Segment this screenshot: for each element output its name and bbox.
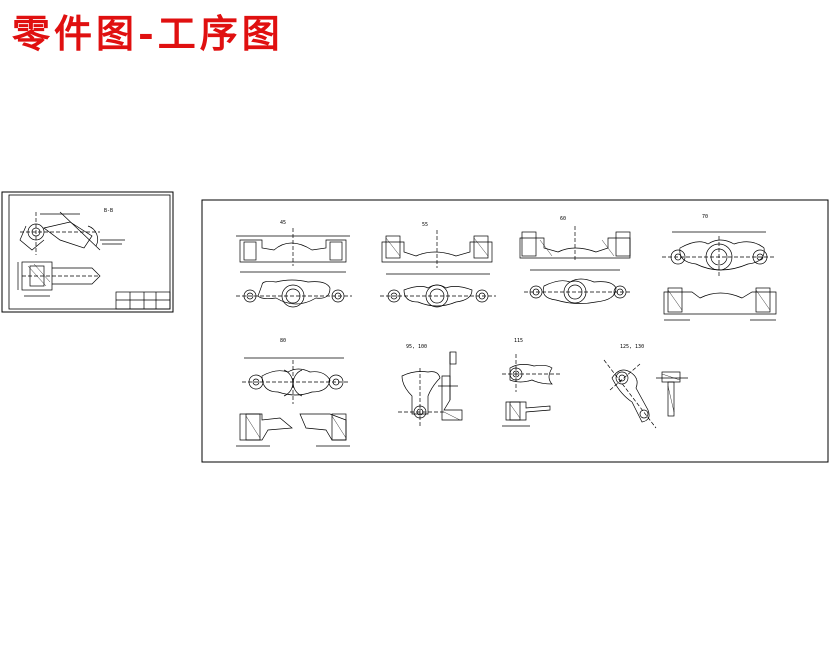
op-95-100-label: 95, 100	[406, 344, 427, 350]
op-60-label: 60	[560, 216, 566, 222]
op-70-label: 70	[702, 214, 708, 220]
part-title-block	[115, 291, 171, 310]
op-60-drawing[interactable]: 60	[519, 216, 631, 304]
part-drawing-sheet[interactable]: B-B	[1, 191, 174, 313]
part-view-label: B-B	[104, 208, 113, 214]
op-80-label: 80	[280, 338, 286, 344]
op-125-130-drawing[interactable]: 125, 130	[603, 344, 688, 429]
op-70-drawing[interactable]: 70	[662, 214, 777, 321]
op-45-drawing[interactable]: 45	[236, 220, 352, 308]
op-80-drawing[interactable]: 80	[236, 338, 350, 447]
process-sheet-frame	[201, 199, 829, 463]
op-55-label: 55	[422, 222, 428, 228]
op-115-label: 115	[514, 338, 523, 344]
part-section-view	[17, 261, 101, 297]
part-main-view	[19, 211, 125, 255]
page-title: 零件图-工序图	[12, 11, 284, 56]
op-55-drawing[interactable]: 55	[380, 222, 496, 308]
op-95-100-drawing[interactable]: 95, 100	[398, 344, 463, 426]
op-45-label: 45	[280, 220, 286, 226]
op-115-drawing[interactable]: 115	[502, 338, 560, 427]
op-125-130-label: 125, 130	[620, 344, 644, 350]
